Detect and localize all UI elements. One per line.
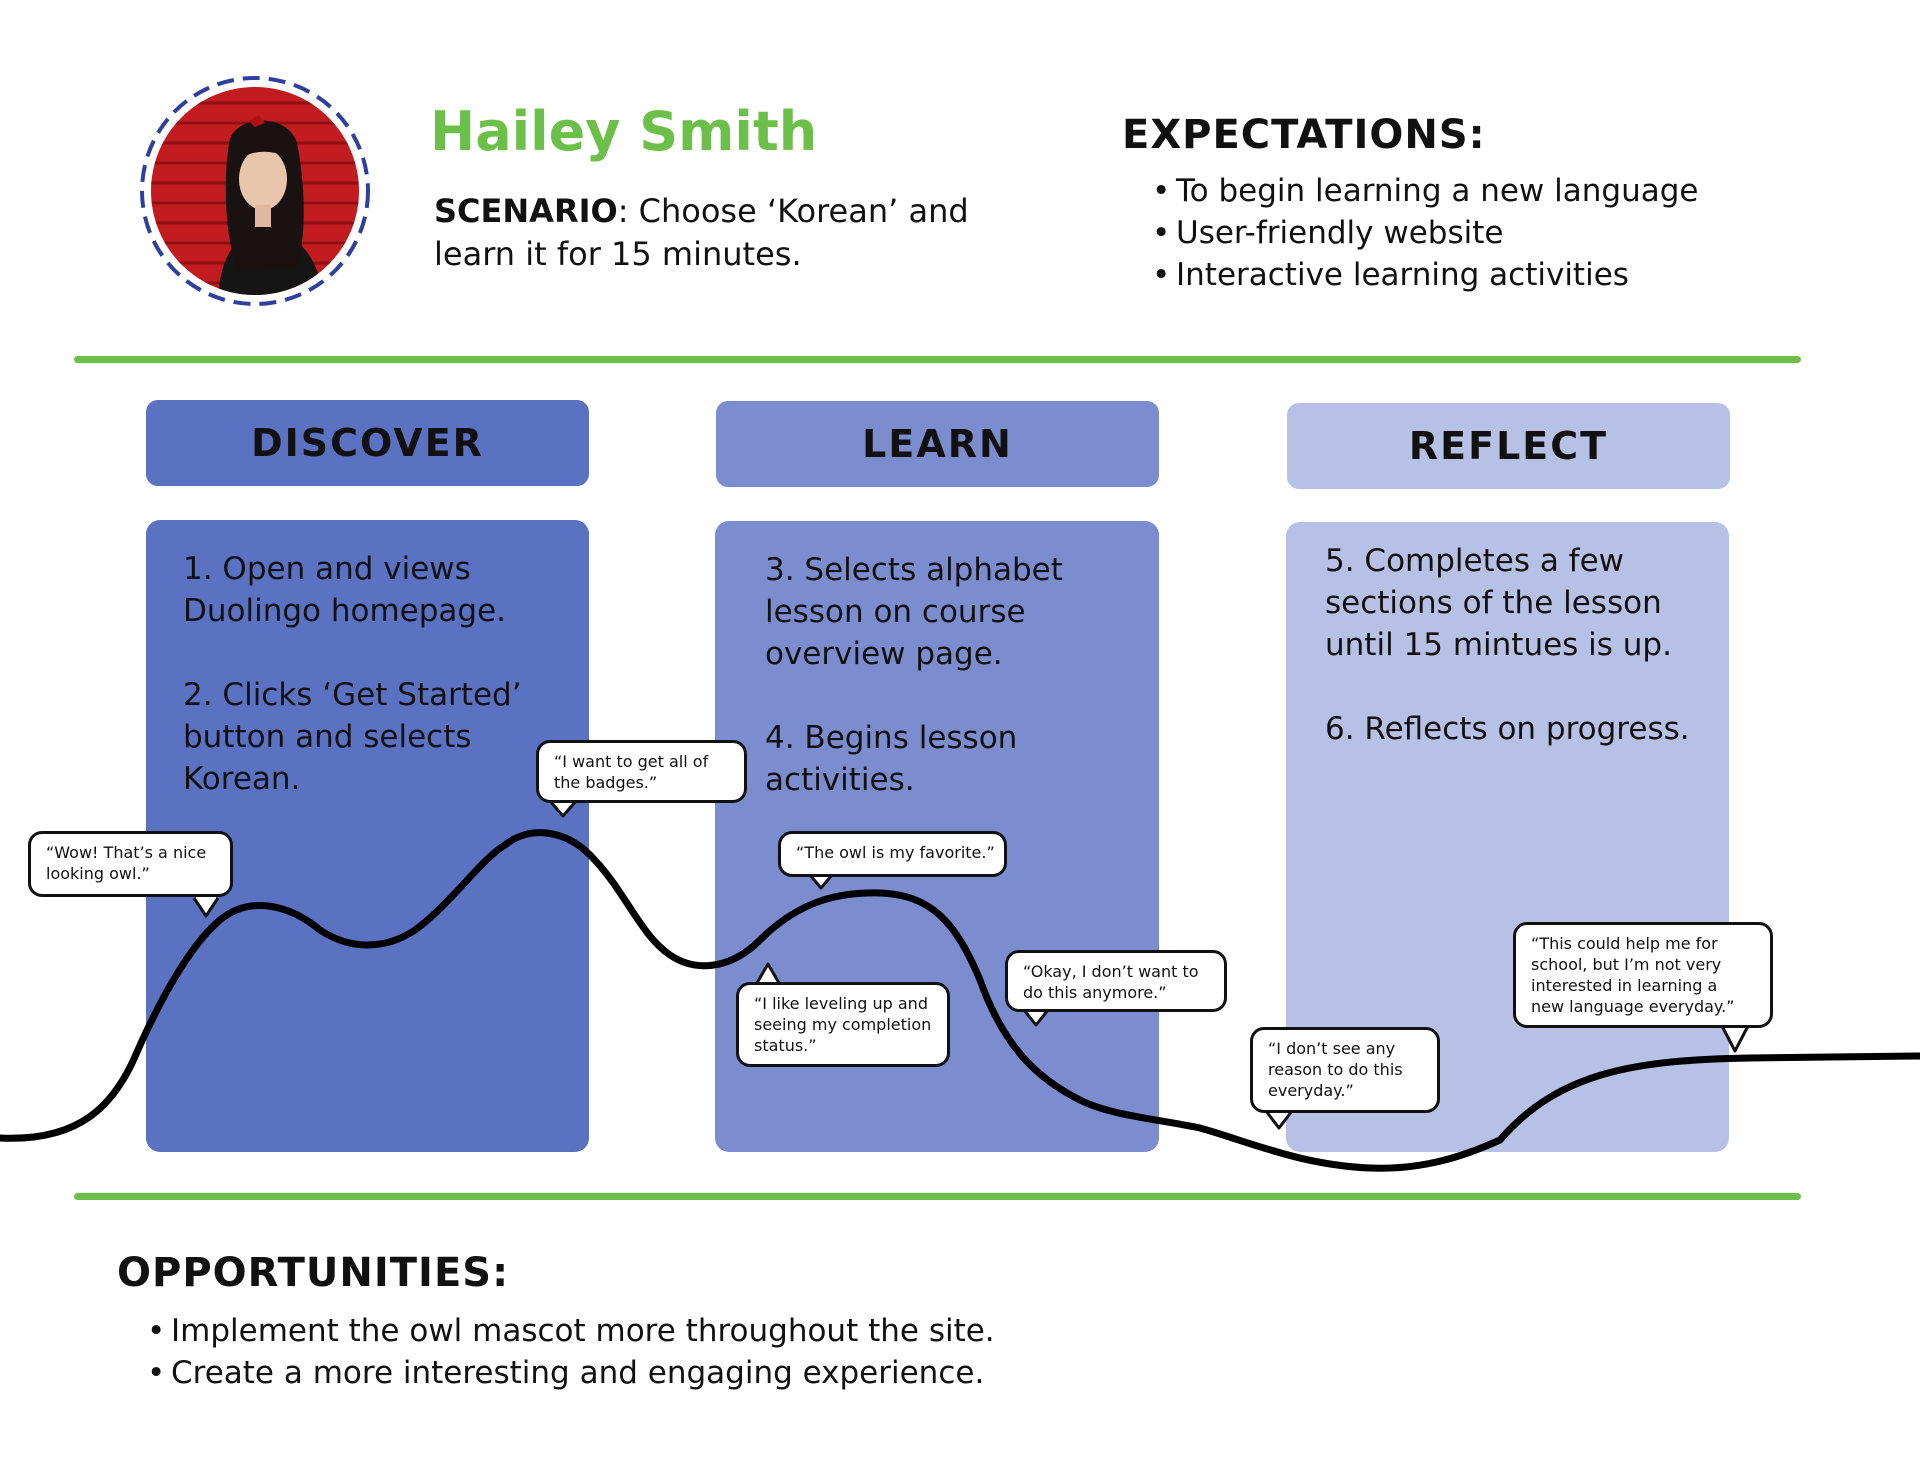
step-2: 2. Clicks ‘Get Started’ button and selec… — [183, 677, 522, 797]
quote-bubble-favorite: “The owl is my favorite.” — [778, 831, 1007, 877]
stage-header-learn: LEARN — [716, 401, 1159, 487]
scenario: SCENARIO: Choose ‘Korean’ and learn it f… — [434, 190, 994, 276]
step-6: 6. Reflects on progress. — [1325, 711, 1690, 747]
expectation-item: User-friendly website — [1152, 212, 1698, 254]
stage-header-discover: DISCOVER — [146, 400, 589, 486]
reflect-steps: 5. Completes a few sections of the lesso… — [1325, 540, 1720, 792]
expectations-title: EXPECTATIONS: — [1122, 112, 1486, 158]
quote-bubble-school: “This could help me for school, but I’m … — [1513, 922, 1773, 1028]
discover-steps: 1. Open and views Duolingo homepage. 2. … — [183, 548, 583, 842]
quote-bubble-badges: “I want to get all of the badges.” — [536, 740, 747, 803]
step-4: 4. Begins lesson activities. — [765, 720, 1018, 798]
persona-avatar — [137, 73, 373, 309]
scenario-label: SCENARIO — [434, 192, 618, 230]
quote-bubble-everyday: “I don’t see any reason to do this every… — [1250, 1027, 1440, 1113]
step-5: 5. Completes a few sections of the lesso… — [1325, 543, 1672, 663]
expectation-item: Interactive learning activities — [1152, 254, 1698, 296]
opportunity-item: Implement the owl mascot more throughout… — [147, 1310, 995, 1352]
persona-name: Hailey Smith — [430, 100, 818, 163]
quote-bubble-quit: “Okay, I don’t want to do this anymore.” — [1005, 950, 1227, 1012]
opportunities-title: OPPORTUNITIES: — [117, 1250, 510, 1296]
quote-bubble-owl: “Wow! That’s a nice looking owl.” — [28, 831, 233, 897]
stage-header-reflect: REFLECT — [1287, 403, 1730, 489]
step-1: 1. Open and views Duolingo homepage. — [183, 551, 507, 629]
scenario-text: : Choose ‘Korean’ and learn it for 15 mi… — [434, 192, 969, 273]
opportunity-item: Create a more interesting and engaging e… — [147, 1352, 995, 1394]
expectations-list: To begin learning a new language User-fr… — [1152, 170, 1698, 296]
bottom-divider — [74, 1193, 1801, 1200]
opportunities-list: Implement the owl mascot more throughout… — [147, 1310, 995, 1394]
expectation-item: To begin learning a new language — [1152, 170, 1698, 212]
quote-bubble-leveling: “I like leveling up and seeing my comple… — [736, 982, 950, 1067]
learn-steps: 3. Selects alphabet lesson on course ove… — [765, 549, 1145, 843]
top-divider — [74, 356, 1801, 363]
step-3: 3. Selects alphabet lesson on course ove… — [765, 552, 1063, 672]
